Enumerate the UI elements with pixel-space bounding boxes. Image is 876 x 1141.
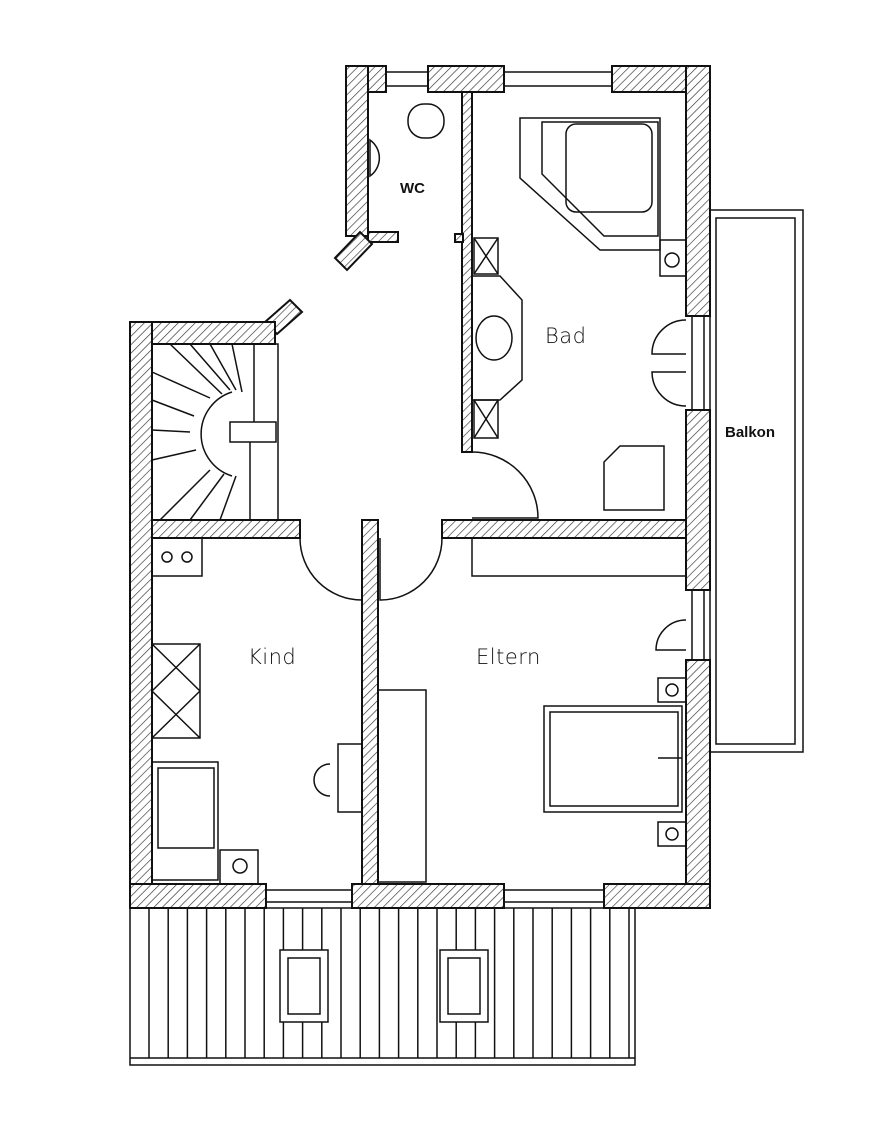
- room-label-eltern: Eltern: [476, 645, 541, 669]
- room-label-kind: Kind: [248, 645, 297, 669]
- room-label-balkon: Balkon: [725, 424, 776, 441]
- room-label-wc: WC: [400, 180, 425, 197]
- room-label-bad: Bad: [545, 324, 587, 348]
- walls: [129, 65, 711, 909]
- stair-treads: [151, 343, 255, 521]
- fixtures: [151, 71, 804, 903]
- roof: [129, 907, 636, 1066]
